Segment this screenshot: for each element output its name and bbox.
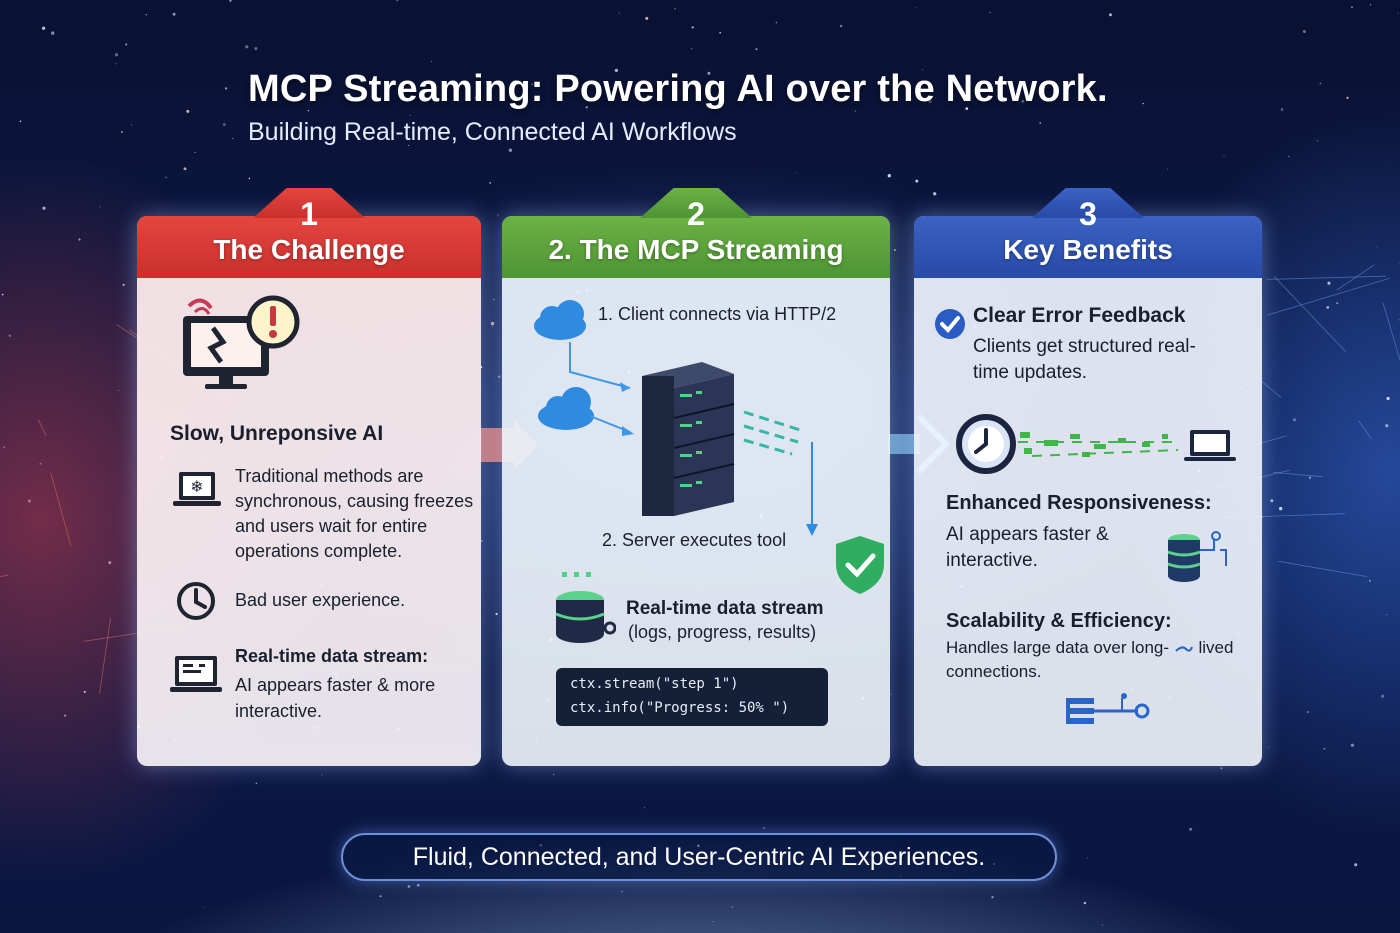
challenge-item-stream-text: AI appears faster & more interactive.: [235, 675, 436, 721]
footer-banner: Fluid, Connected, and User-Centric AI Ex…: [341, 833, 1057, 881]
benefit-scalability-title: Scalability & Efficiency:: [946, 610, 1172, 632]
page-subtitle: Building Real-time, Connected AI Workflo…: [248, 118, 737, 146]
check-circle-icon: [935, 309, 965, 339]
code-line: ctx.stream("step 1"): [570, 676, 739, 692]
key-benefits-card-header: 3 Key Benefits: [914, 188, 1262, 278]
card-number: 3: [1079, 196, 1097, 232]
challenge-card-header: 1 The Challenge: [137, 188, 481, 278]
link-squiggle-icon: [1175, 645, 1193, 652]
laptop-stream-icon: [170, 656, 222, 692]
code-line: ctx.info("Progress: 50% "): [570, 700, 790, 716]
benefit-scalability-text-c: connections.: [946, 662, 1042, 681]
benefit-error-title: Clear Error Feedback: [973, 304, 1186, 327]
database-stream-icon: [555, 572, 616, 643]
database-connection-icon: [1167, 531, 1227, 582]
challenge-item-stream-title: Real-time data stream:: [235, 646, 429, 666]
clock-to-laptop-stream-icon: [956, 414, 1236, 474]
challenge-heading: Slow, Unreponsive AI: [170, 422, 384, 445]
mcp-streaming-card-header: 2 2. The MCP Streaming: [502, 188, 890, 278]
benefit-responsiveness-text: AI appears faster & interactive.: [946, 524, 1109, 571]
mcp-streaming-card: 2 2. The MCP Streaming: [502, 188, 890, 766]
key-benefits-card: 3 Key Benefits Clear Error Feedback Clie…: [914, 188, 1262, 766]
code-snippet: ctx.stream("step 1") ctx.info("Progress:…: [556, 668, 828, 726]
client-server-diagram: [534, 300, 884, 594]
stream-title: Real-time data stream: [626, 598, 824, 619]
card-number: 2: [687, 196, 705, 232]
data-connector-icon: [1066, 693, 1150, 724]
frozen-laptop-icon: ❄: [173, 472, 221, 506]
frozen-computer-warning-icon: [183, 295, 300, 389]
benefit-error-text: Clients get structured real-time updates…: [973, 336, 1196, 383]
benefit-scalability-text-a: Handles large data over long-: [946, 638, 1170, 657]
challenge-card: 1 The Challenge Slow, Unreponsive AI ❄ T…: [137, 188, 481, 766]
step-server-executes: 2. Server executes tool: [602, 530, 787, 550]
card-title: Key Benefits: [1003, 234, 1173, 265]
challenge-item-sync: Traditional methods are synchronous, cau…: [235, 466, 474, 561]
benefit-scalability-text: Handles large data over long- lived: [946, 638, 1233, 658]
challenge-item-bad-ux: Bad user experience.: [235, 590, 406, 610]
clock-icon: [177, 582, 215, 620]
page-title: MCP Streaming: Powering AI over the Netw…: [248, 68, 1108, 110]
card-title: The Challenge: [213, 234, 405, 265]
card-number: 1: [300, 196, 318, 232]
step-client-connects: 1. Client connects via HTTP/2: [598, 304, 837, 324]
benefit-scalability-text-b: lived: [1198, 638, 1234, 657]
card-title: 2. The MCP Streaming: [548, 234, 844, 265]
stream-text: (logs, progress, results): [628, 622, 817, 642]
svg-text:❄: ❄: [190, 479, 203, 496]
benefit-responsiveness-title: Enhanced Responsiveness:: [946, 492, 1212, 514]
